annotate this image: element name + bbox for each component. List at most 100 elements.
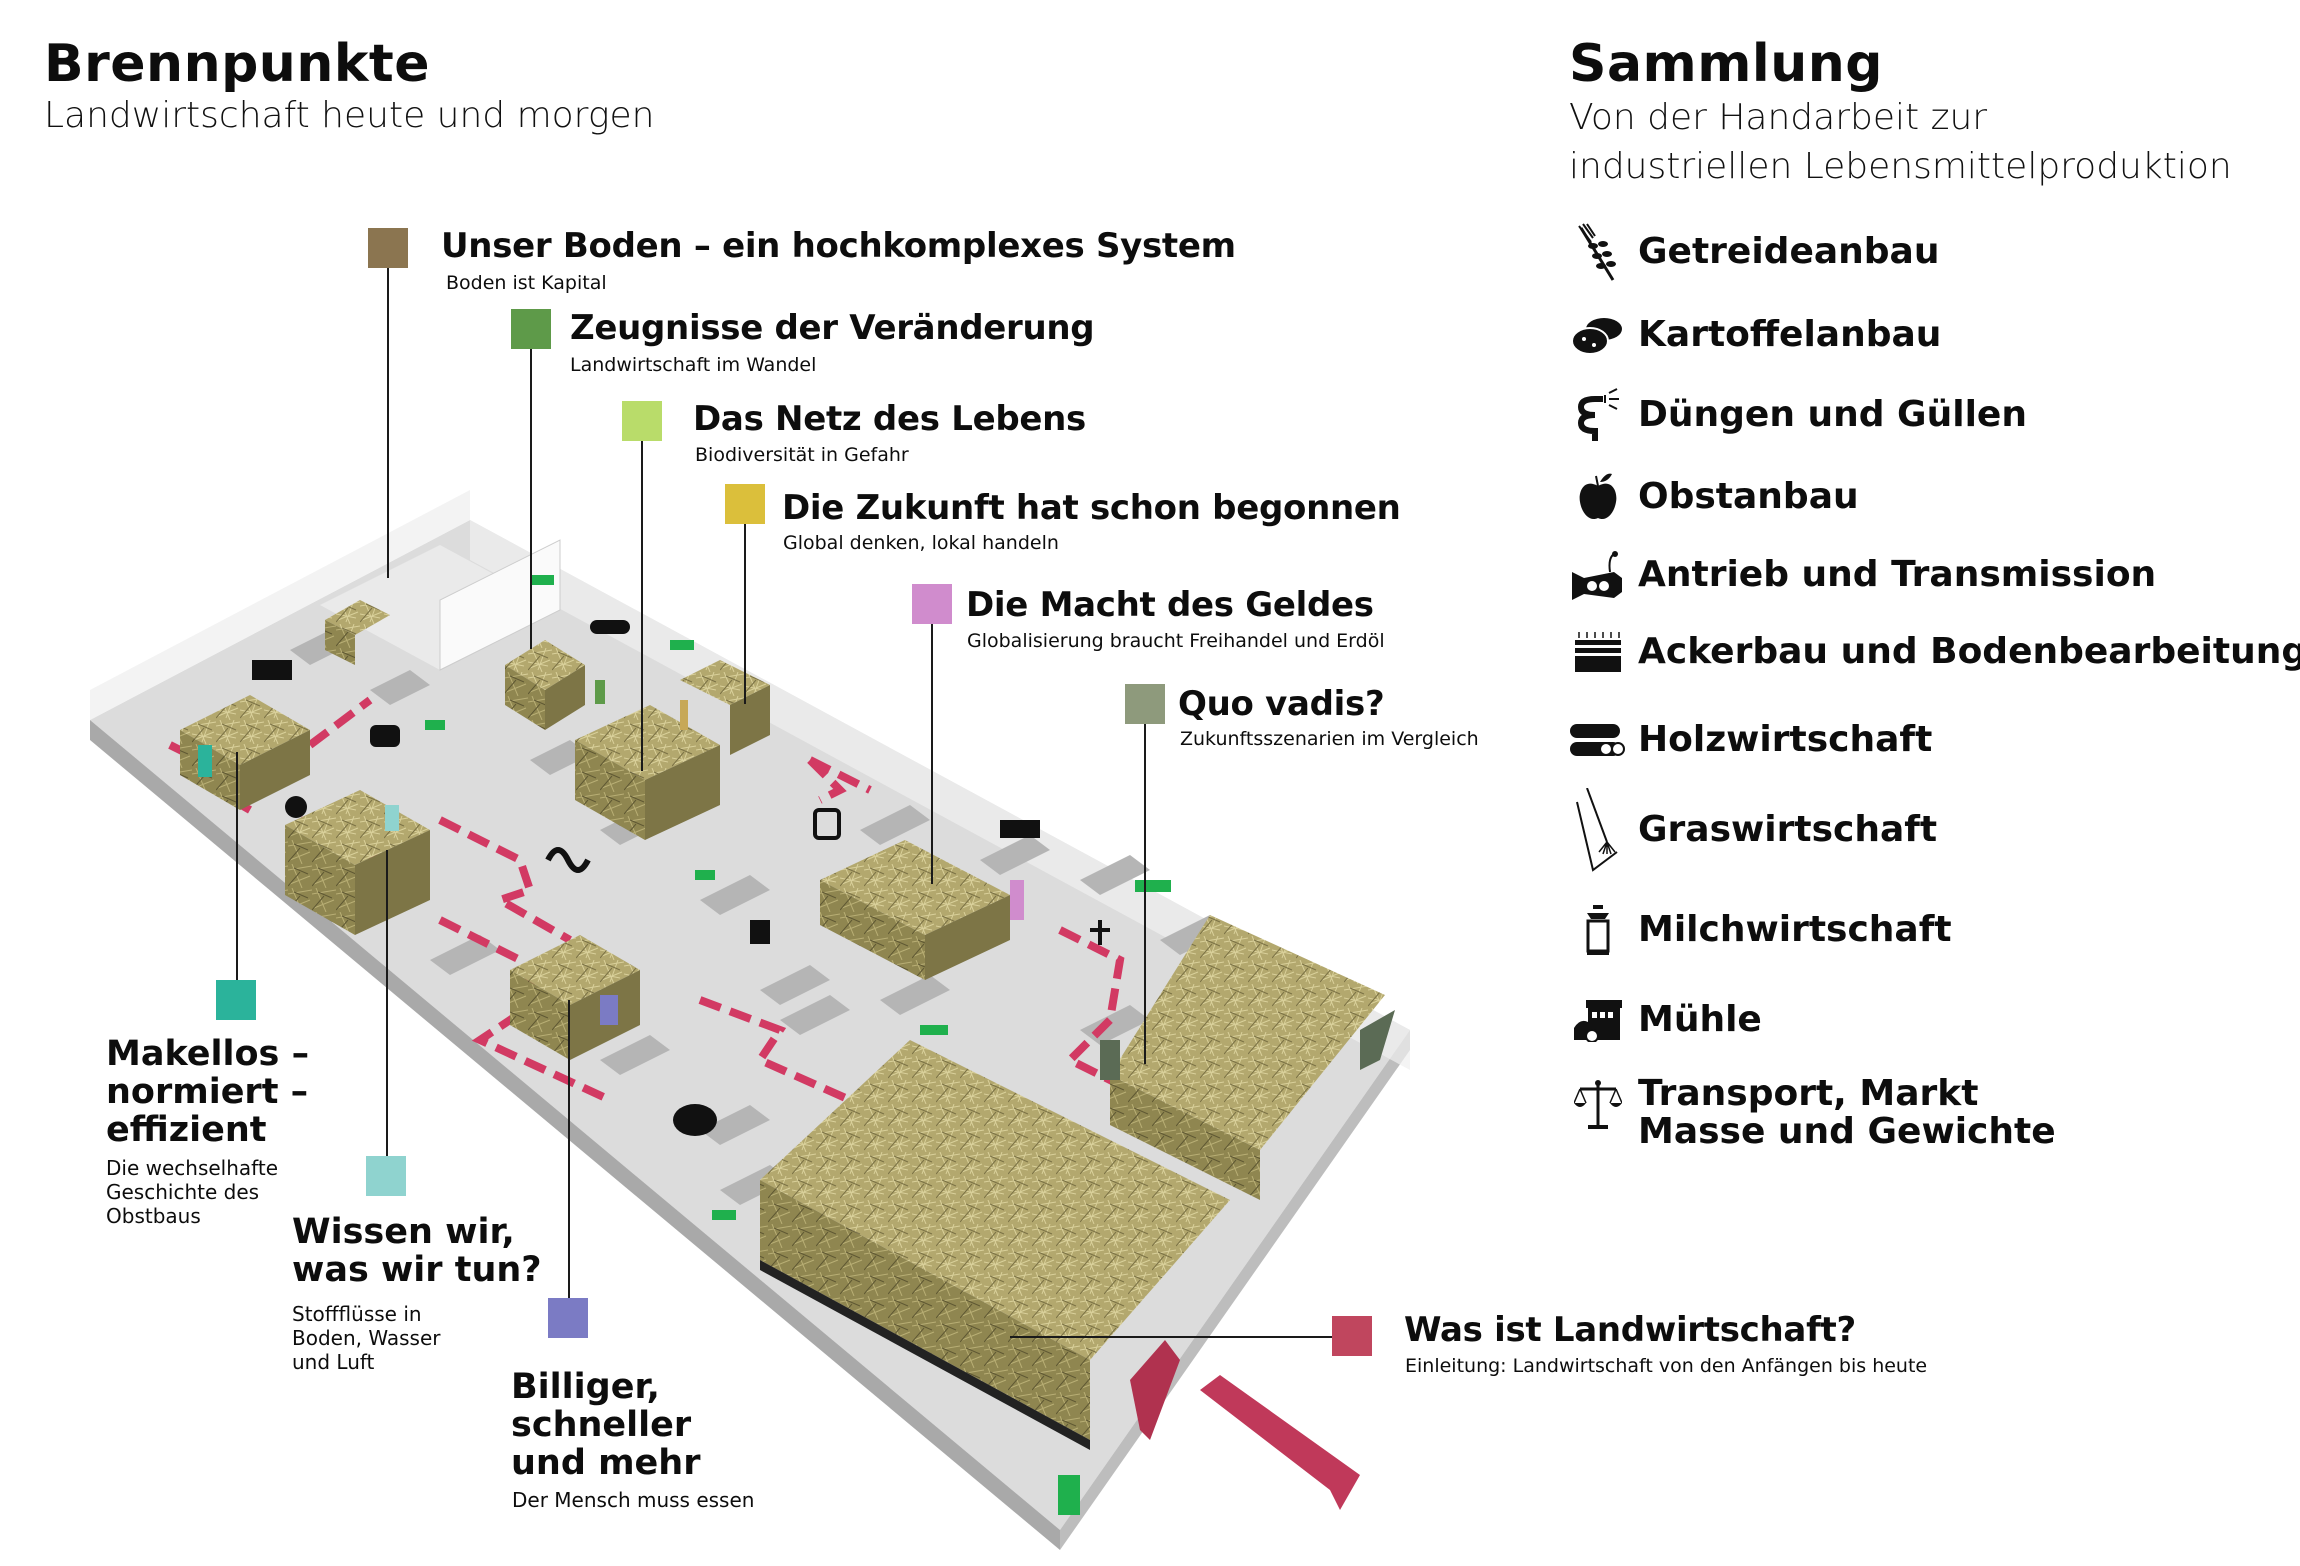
wheat-icon	[1568, 222, 1628, 282]
focal-title-makellos[interactable]: Makellos – normiert – effizient	[106, 1035, 309, 1149]
title-line: was wir tun?	[292, 1250, 542, 1290]
focal-title-unser-boden[interactable]: Unser Boden – ein hochkomplexes System	[441, 226, 1236, 266]
collection-label: Graswirtschaft	[1638, 809, 1938, 850]
entry-arrow	[1200, 1375, 1360, 1510]
collection-item-holzwirtschaft[interactable]: Holzwirtschaft	[1568, 710, 1932, 770]
leader-line	[1010, 1336, 1332, 1338]
floor-engine-icon	[370, 725, 400, 747]
focal-subtitle-zukunft: Global denken, lokal handeln	[783, 532, 1059, 554]
marker-was-ist-landwirtschaft	[1332, 1316, 1372, 1356]
title-line: Wissen wir,	[292, 1212, 515, 1252]
label-line: Transport, Markt	[1638, 1073, 1979, 1114]
title-line: und mehr	[511, 1443, 701, 1483]
focal-subtitle-quo-vadis: Zukunftsszenarien im Vergleich	[1180, 728, 1479, 750]
left-header-subtitle: Landwirtschaft heute und morgen	[44, 95, 655, 136]
scale-icon	[1568, 1075, 1628, 1135]
floor-icons	[252, 620, 1110, 1136]
collection-item-obstanbau[interactable]: Obstanbau	[1568, 467, 1859, 527]
leader-line	[744, 524, 746, 704]
subtitle-line: Obstbaus	[106, 1204, 201, 1228]
focal-title-macht[interactable]: Die Macht des Geldes	[966, 585, 1374, 625]
floor-field-soil-icon	[252, 660, 292, 680]
collection-item-transport[interactable]: Transport, Markt Masse und Gewichte	[1568, 1075, 2056, 1151]
marker-macht	[912, 584, 952, 624]
subtitle-line: und Luft	[292, 1350, 375, 1374]
collection-item-getreideanbau[interactable]: Getreideanbau	[1568, 222, 1939, 282]
collection-item-antrieb[interactable]: Antrieb und Transmission	[1568, 545, 2156, 605]
floor-slab-edge	[90, 720, 1060, 1550]
focal-subtitle-billiger: Der Mensch muss essen	[512, 1488, 755, 1512]
floor-manure-hose-icon	[545, 847, 591, 873]
logs-icon	[1568, 710, 1628, 770]
focal-title-zeugnisse[interactable]: Zeugnisse der Veränderung	[570, 308, 1095, 348]
focal-title-quo-vadis[interactable]: Quo vadis?	[1178, 684, 1385, 724]
subtitle-line: Geschichte des	[106, 1180, 260, 1204]
collection-label: Getreideanbau	[1638, 231, 1940, 272]
subtitle-line: Stoffflüsse in	[292, 1302, 422, 1326]
marker-netz	[622, 401, 662, 441]
leader-line	[387, 268, 389, 578]
right-header-title: Sammlung	[1569, 34, 1883, 94]
title-line: effizient	[106, 1110, 267, 1150]
collection-label: Mühle	[1638, 999, 1762, 1040]
marker-zeugnisse	[511, 309, 551, 349]
marker-zukunft	[725, 484, 765, 524]
focal-subtitle-was-ist-landwirtschaft: Einleitung: Landwirtschaft von den Anfän…	[1405, 1355, 1928, 1377]
focal-subtitle-zeugnisse: Landwirtschaft im Wandel	[570, 354, 817, 376]
floor-mill-icon	[1000, 820, 1040, 838]
focal-subtitle-macht: Globalisierung braucht Freihandel und Er…	[967, 630, 1385, 652]
collection-item-kartoffelanbau[interactable]: Kartoffelanbau	[1568, 305, 1941, 365]
title-line: Makellos –	[106, 1034, 310, 1074]
focal-title-billiger[interactable]: Billiger, schneller und mehr	[511, 1368, 700, 1482]
marker-makellos	[216, 980, 256, 1020]
focal-title-netz[interactable]: Das Netz des Lebens	[693, 399, 1086, 439]
focal-subtitle-netz: Biodiversität in Gefahr	[695, 444, 909, 466]
subtitle-line: Die wechselhafte	[106, 1156, 279, 1180]
leader-line	[931, 624, 933, 884]
mill-icon	[1568, 990, 1628, 1050]
potato-icon	[1568, 305, 1628, 365]
collection-label: Milchwirtschaft	[1638, 909, 1952, 950]
marker-billiger	[548, 1298, 588, 1338]
manure-hose-icon	[1568, 385, 1628, 445]
leader-line	[568, 1000, 570, 1300]
milk-can-icon	[1568, 900, 1628, 960]
marker-quo-vadis	[1125, 684, 1165, 724]
floor-potato-icon	[673, 1104, 717, 1136]
collection-label: Düngen und Güllen	[1638, 394, 2027, 435]
leader-line	[1144, 724, 1146, 1064]
label-line: Masse und Gewichte	[1638, 1111, 2056, 1152]
engine-gear-icon	[1568, 545, 1628, 605]
collection-item-duengen[interactable]: Düngen und Güllen	[1568, 385, 2027, 445]
title-line: normiert –	[106, 1072, 309, 1112]
collection-item-muehle[interactable]: Mühle	[1568, 990, 1762, 1050]
collection-label: Kartoffelanbau	[1638, 314, 1942, 355]
collection-item-ackerbau[interactable]: Ackerbau und Bodenbearbeitung	[1568, 622, 2300, 682]
marker-unser-boden	[368, 228, 408, 268]
focal-subtitle-unser-boden: Boden ist Kapital	[446, 272, 607, 294]
title-line: Billiger,	[511, 1367, 660, 1407]
floor-station-markers	[198, 680, 1395, 1080]
entry-gate	[1130, 1340, 1180, 1440]
field-soil-icon	[1568, 622, 1628, 682]
floor-milk-can-icon	[813, 808, 841, 840]
collection-label: Obstanbau	[1638, 476, 1859, 517]
focal-title-zukunft[interactable]: Die Zukunft hat schon begonnen	[782, 488, 1401, 528]
hay-bales	[180, 600, 1385, 1450]
left-header-title: Brennpunkte	[44, 34, 431, 94]
apple-icon	[1568, 467, 1628, 527]
focal-subtitle-makellos: Die wechselhafte Geschichte des Obstbaus	[106, 1156, 278, 1228]
right-header-subtitle-line1: Von der Handarbeit zur	[1569, 97, 1988, 138]
collection-item-milchwirtschaft[interactable]: Milchwirtschaft	[1568, 900, 1952, 960]
collection-item-graswirtschaft[interactable]: Graswirtschaft	[1568, 788, 1938, 872]
collection-label: Ackerbau und Bodenbearbeitung	[1638, 631, 2300, 672]
wall	[90, 490, 470, 720]
rake-scythe-icon	[1568, 788, 1628, 872]
focal-subtitle-wissen: Stoffflüsse in Boden, Wasser und Luft	[292, 1302, 440, 1374]
focal-title-was-ist-landwirtschaft[interactable]: Was ist Landwirtschaft?	[1404, 1310, 1856, 1350]
focal-title-wissen[interactable]: Wissen wir, was wir tun?	[292, 1213, 542, 1289]
leader-line	[641, 441, 643, 771]
floor-logs-icon	[590, 620, 630, 634]
floor-wheat-icon	[750, 920, 770, 944]
